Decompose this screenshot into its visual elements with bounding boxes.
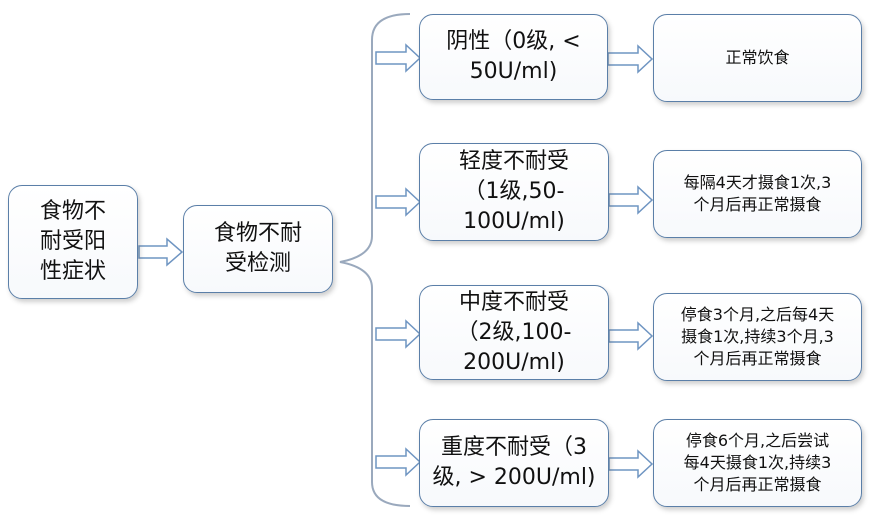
arrow-to-result-0 xyxy=(607,44,654,74)
result-node-mild: 每隔4天才摄食1次,3 个月后再正常摄食 xyxy=(653,150,862,238)
grade-label: 阴性（0级, < 50U/ml) xyxy=(446,29,581,84)
grade-brace xyxy=(339,13,411,507)
arrow-to-result-1 xyxy=(608,185,654,215)
result-node-severe: 停食6个月,之后尝试 每4天摄食1次,持续3 个月后再正常摄食 xyxy=(653,419,862,507)
result-label: 每隔4天才摄食1次,3 个月后再正常摄食 xyxy=(683,173,832,214)
grade-label: 重度不耐受（3 级, > 200U/ml) xyxy=(432,435,596,490)
result-label: 停食3个月,之后每4天 摄食1次,持续3个月,3 个月后再正常摄食 xyxy=(680,305,835,368)
arrow-symptom-to-test xyxy=(138,237,184,267)
arrow-to-grade-1 xyxy=(375,187,422,217)
arrow-to-result-3 xyxy=(608,449,654,479)
test-node-label: 食物不耐 受检测 xyxy=(213,221,302,276)
result-node-normal-diet: 正常饮食 xyxy=(653,14,862,102)
result-label: 停食6个月,之后尝试 每4天摄食1次,持续3 个月后再正常摄食 xyxy=(683,431,832,494)
grade-node-negative: 阴性（0级, < 50U/ml) xyxy=(419,14,608,100)
grade-label: 中度不耐受 （2级,100- 200U/ml) xyxy=(456,289,572,375)
symptom-node-label: 食物不 耐受阳 性症状 xyxy=(39,199,106,284)
arrow-to-result-2 xyxy=(608,321,654,351)
test-node: 食物不耐 受检测 xyxy=(183,205,333,293)
result-node-moderate: 停食3个月,之后每4天 摄食1次,持续3个月,3 个月后再正常摄食 xyxy=(653,293,862,381)
grade-node-moderate: 中度不耐受 （2级,100- 200U/ml) xyxy=(419,285,609,380)
arrow-to-grade-3 xyxy=(375,447,422,477)
grade-node-mild: 轻度不耐受 （1级,50- 100U/ml) xyxy=(419,143,609,241)
result-label: 正常饮食 xyxy=(725,48,790,67)
arrow-to-grade-2 xyxy=(375,319,422,349)
grade-node-severe: 重度不耐受（3 级, > 200U/ml) xyxy=(419,419,609,507)
arrow-to-grade-0 xyxy=(375,43,422,73)
grade-label: 轻度不耐受 （1级,50- 100U/ml) xyxy=(458,149,569,234)
symptom-node: 食物不 耐受阳 性症状 xyxy=(8,185,138,299)
